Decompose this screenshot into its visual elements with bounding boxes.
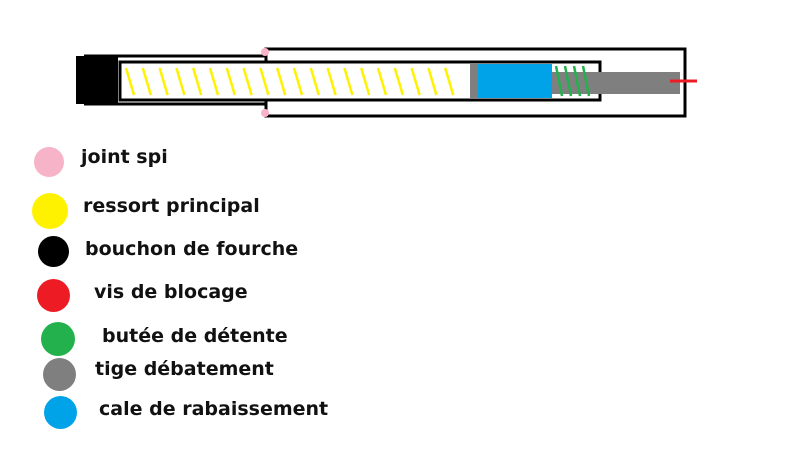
seal-top-mark (261, 48, 269, 56)
spring-coil (276, 67, 287, 96)
spring-coil (124, 67, 136, 96)
spring-coil (376, 67, 388, 96)
spring-coil (242, 67, 253, 96)
fork-cap-rounded (84, 62, 96, 98)
spring-coil (158, 67, 169, 96)
top-out-coil (581, 65, 591, 97)
spring-coil (410, 67, 421, 96)
spring-coil (343, 67, 354, 96)
legend-label: butée de détente (102, 325, 288, 347)
legend-label: ressort principal (83, 195, 260, 217)
legend-item-joint-spi: joint spi (0, 142, 420, 177)
spring-coil (427, 67, 438, 96)
spring-coil (175, 67, 186, 96)
travel-rod-block (470, 64, 480, 98)
spring-coil (208, 67, 220, 96)
spring-coil (259, 67, 270, 96)
fork-diagram (76, 47, 697, 118)
spring-coil (225, 67, 236, 96)
spring-coil (326, 67, 337, 96)
legend-label: cale de rabaissement (99, 398, 329, 420)
legend-item-ressort-principal: ressort principal (0, 193, 420, 229)
legend-label: bouchon de fourche (85, 238, 299, 260)
spring-coil (292, 67, 304, 96)
cale-de-rabaissement-dot (44, 396, 77, 429)
spring-coil (141, 67, 152, 96)
spring-coil (393, 67, 404, 96)
legend-item-bouchon-de-fourche: bouchon de fourche (0, 236, 420, 270)
legend-item-butee-de-detente: butée de détente (0, 322, 420, 356)
legend-label: tige débatement (95, 358, 274, 380)
top-out-coil (563, 65, 573, 97)
ressort-principal-dot (32, 193, 68, 229)
joint-spi-dot (34, 147, 64, 177)
tige-debatement-dot (43, 358, 76, 391)
legend-item-tige-debatement: tige débatement (0, 356, 420, 391)
spring-coil (444, 67, 455, 96)
legend-item-vis-de-blocage: vis de blocage (0, 279, 420, 313)
top-out-coil (554, 65, 564, 97)
seal-bottom-mark (261, 109, 269, 117)
main-spring (124, 67, 455, 96)
legend-item-cale-de-rabaissement: cale de rabaissement (0, 394, 420, 429)
legend-label: vis de blocage (94, 281, 248, 303)
spring-coil (192, 67, 203, 96)
butee-de-detente-dot (41, 322, 75, 356)
top-out-spring (554, 65, 591, 97)
vis-de-blocage-dot (37, 279, 70, 312)
spring-coil (360, 67, 371, 96)
bouchon-de-fourche-dot (38, 236, 69, 267)
top-out-coil (572, 65, 582, 97)
fork-cap (76, 56, 118, 104)
legend-label: joint spi (81, 146, 168, 168)
spring-coil (309, 67, 320, 96)
lowering-spacer (478, 64, 552, 98)
